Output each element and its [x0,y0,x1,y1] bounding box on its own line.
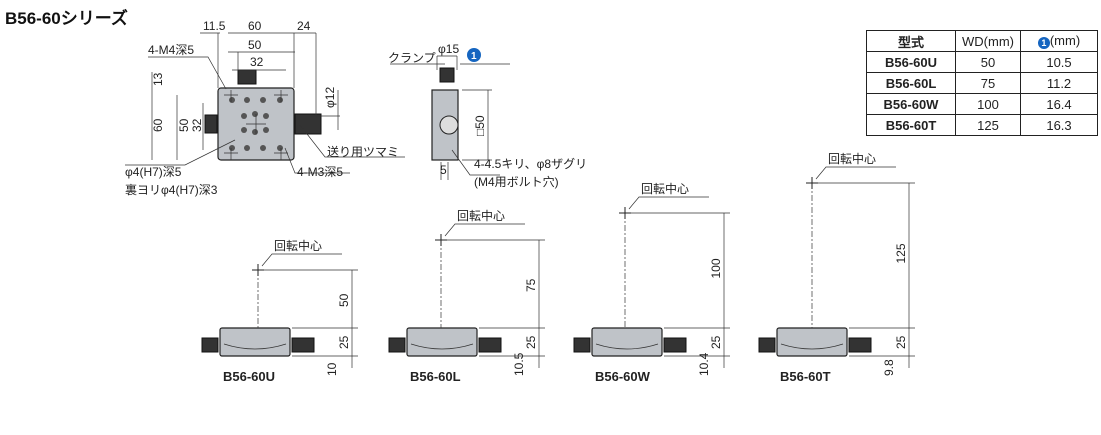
header-value: 1(mm) [1020,30,1098,52]
dim-phi12: φ12 [323,87,337,108]
dim-offset: 10 [325,362,339,376]
note-pin: φ4(H7)深5 [125,165,182,179]
stage-body [406,327,478,357]
rotation-center-icon [806,177,818,189]
dim-phi15: φ15 [438,42,459,56]
note-hole-bolt: (M4用ボルト穴) [474,174,559,189]
rotation-center-icon [619,207,631,219]
dim-wd: 125 [894,243,908,263]
dim-wd: 75 [524,278,538,292]
dim-25: 25 [337,335,351,349]
dim-32-height: 32 [190,118,204,132]
dim-wd: 100 [709,258,723,278]
model-label: B56-60U [223,369,275,384]
header-model: 型式 [866,30,956,52]
note-knob: 送り用ツマミ [327,144,399,159]
dim-5: 5 [440,163,447,177]
dim-offset: 9.8 [882,359,896,376]
dim-offset: 10.5 [512,352,526,376]
rotation-center-label: 回転中心 [641,181,689,196]
svg-text:1: 1 [471,51,477,62]
dim-60-width: 60 [248,19,262,33]
dim-32-width: 32 [250,55,264,69]
header-wd: WD(mm) [955,30,1021,52]
rotation-center-label: 回転中心 [274,238,322,253]
badge-1-icon: 1 [1037,37,1050,49]
dim-50-height: 50 [177,118,191,132]
model-label: B56-60T [780,369,831,384]
model-label: B56-60W [595,369,651,384]
dim-50-width: 50 [248,38,262,52]
note-m3: 4-M3深5 [297,165,343,179]
rotation-center-icon [252,264,264,276]
top-view: 11.5 60 24 50 32 13 60 50 32 φ12 4-M4深5 … [125,19,405,197]
dim-60-height: 60 [151,118,165,132]
rotation-center-label: 回転中心 [457,208,505,223]
stage-body [591,327,663,357]
model-label: B56-60L [410,369,461,384]
rotation-center-label: 回転中心 [828,151,876,166]
dim-sq50: □50 [473,115,487,136]
stage-body [219,327,291,357]
dim-11-5: 11.5 [203,19,226,33]
note-pin-back: 裏ヨリφ4(H7)深3 [125,182,218,197]
dim-24: 24 [297,19,311,33]
dim-offset: 10.4 [697,352,711,376]
rotation-center-icon [435,234,447,246]
stage-body [776,327,848,357]
dim-wd: 50 [337,293,351,307]
side-view: φ15 クランプ 1 □50 5 4-4.5キリ、φ8ザグリ (M4用ボルト穴) [388,42,587,189]
page-title: B56-60シリーズ [5,8,128,28]
note-hole: 4-4.5キリ、φ8ザグリ [474,157,587,171]
dim-25: 25 [894,335,908,349]
note-m4: 4-M4深5 [148,43,194,57]
dim-13: 13 [151,72,165,86]
dim-25: 25 [524,335,538,349]
dim-25: 25 [709,335,723,349]
badge-1-icon [467,48,481,62]
clamp-label: クランプ [388,51,436,65]
